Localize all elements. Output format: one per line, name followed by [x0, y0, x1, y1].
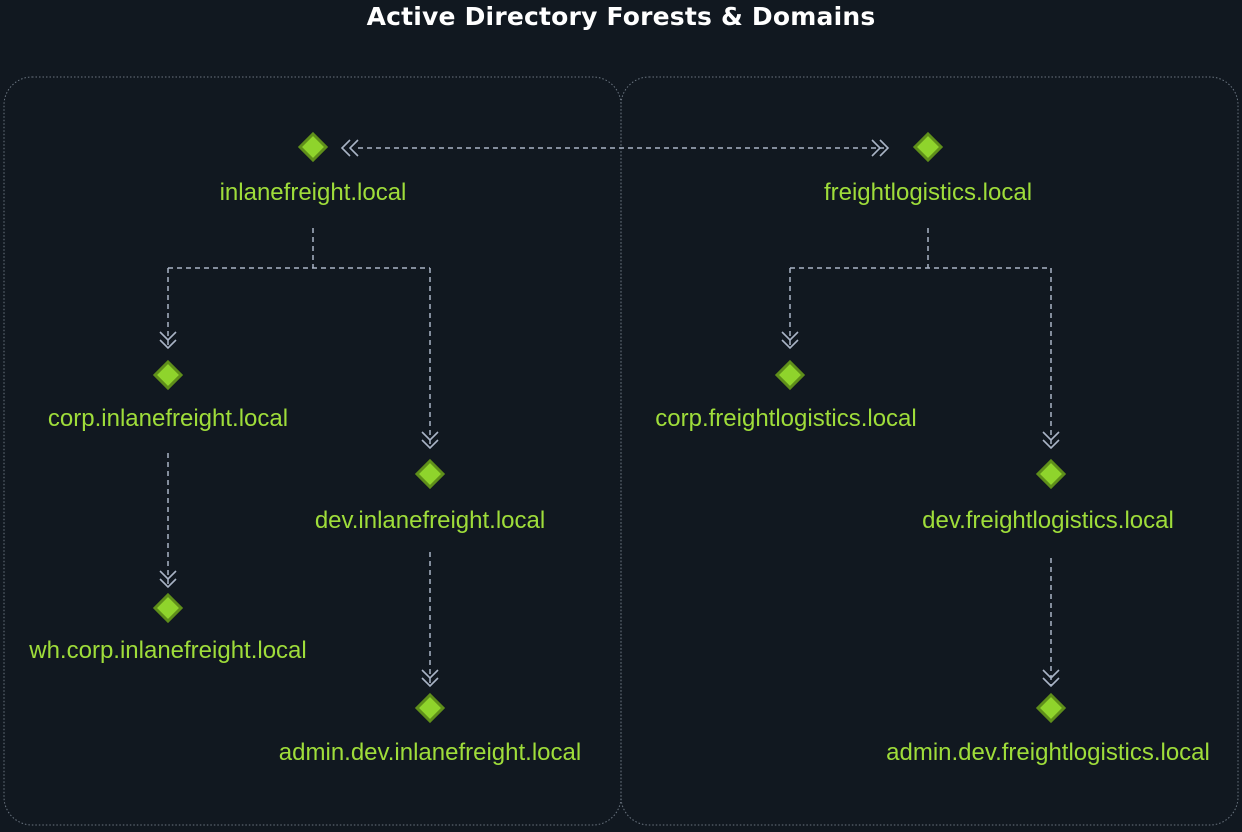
forest-panel-inlanefreight: [3, 76, 622, 826]
arrowhead-dev2: [1042, 431, 1060, 450]
domain-node-dev-freightlogistics: [1035, 458, 1067, 490]
arrowhead-wh1: [159, 570, 177, 589]
domain-node-wh-corp-inlanefreight: [152, 592, 184, 624]
domain-node-corp-freightlogistics: [774, 359, 806, 391]
domain-label-admin-dev-inlanefreight: admin.dev.inlanefreight.local: [278, 739, 582, 766]
domain-node-corp-inlanefreight: [152, 359, 184, 391]
diagram-title: Active Directory Forests & Domains: [366, 2, 876, 31]
arrowhead-admin2: [1042, 669, 1060, 688]
arrowhead-corp1: [159, 331, 177, 350]
domain-label-dev-freightlogistics: dev.freightlogistics.local: [922, 507, 1174, 534]
domain-node-admin-dev-freightlogistics: [1035, 692, 1067, 724]
arrowhead-dev1: [421, 431, 439, 450]
connector-root2-branch: [790, 228, 1051, 269]
domain-label-corp-freightlogistics: corp.freightlogistics.local: [655, 405, 917, 432]
arrowhead-corp2: [781, 331, 799, 350]
domain-label-wh-corp-inlanefreight: wh.corp.inlanefreight.local: [29, 637, 307, 664]
domain-node-admin-dev-inlanefreight: [414, 692, 446, 724]
trust-arrow-right: [871, 139, 890, 157]
domain-node-freightlogistics: [912, 131, 944, 163]
domain-label-inlanefreight: inlanefreight.local: [219, 179, 407, 206]
arrowhead-admin1: [421, 669, 439, 688]
connector-root1-branch: [168, 228, 430, 269]
forest-panel-freightlogistics: [620, 76, 1239, 826]
domain-label-admin-dev-freightlogistics: admin.dev.freightlogistics.local: [886, 739, 1210, 766]
trust-arrow-left: [340, 139, 359, 157]
domain-label-dev-inlanefreight: dev.inlanefreight.local: [314, 507, 546, 534]
domain-label-corp-inlanefreight: corp.inlanefreight.local: [47, 405, 289, 432]
domain-node-inlanefreight: [297, 131, 329, 163]
domain-label-freightlogistics: freightlogistics.local: [823, 179, 1033, 206]
domain-node-dev-inlanefreight: [414, 458, 446, 490]
